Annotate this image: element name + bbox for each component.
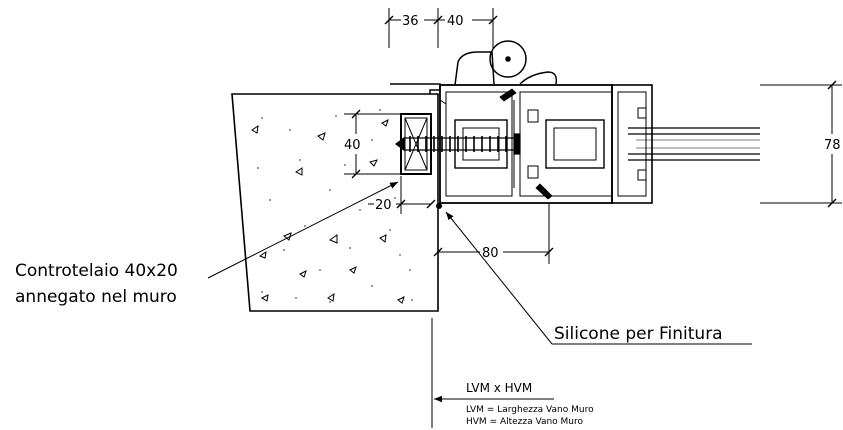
callout-silicone-leader — [445, 211, 752, 345]
concrete-stipple — [257, 109, 413, 303]
legend-title: LVM x HVM — [466, 381, 532, 395]
dimension-36-label: 36 — [402, 14, 419, 29]
callout-controtelaio-leader — [207, 181, 399, 279]
dimension-78-label: 78 — [824, 138, 841, 153]
dimension-40-top-label: 40 — [447, 14, 464, 29]
callout-controtelaio-line1: Controtelaio 40x20 — [15, 261, 178, 281]
legend-lvm: LVM = Larghezza Vano Muro — [466, 405, 594, 415]
screw-icon — [395, 133, 521, 155]
glazing-unit — [628, 127, 760, 161]
callout-controtelaio-line2: annegato nel muro — [15, 287, 177, 307]
dimension-left-40 — [344, 109, 400, 179]
callout-silicone-label: Silicone per Finitura — [554, 324, 723, 344]
wall-opening-reference — [431, 318, 554, 428]
dimension-78 — [760, 80, 842, 208]
window-frame-profile — [390, 83, 653, 204]
dimension-20 — [368, 176, 436, 214]
dimension-80-label: 80 — [482, 246, 499, 261]
dimension-80 — [433, 204, 554, 264]
dimension-40-left-label: 40 — [344, 138, 361, 153]
handle-icon — [454, 40, 558, 86]
dimension-20-label: 20 — [375, 198, 392, 213]
dimension-top — [384, 8, 498, 48]
legend-hvm: HVM = Altezza Vano Muro — [466, 417, 584, 427]
silicone-bead — [436, 203, 442, 209]
wall-section — [231, 93, 439, 312]
